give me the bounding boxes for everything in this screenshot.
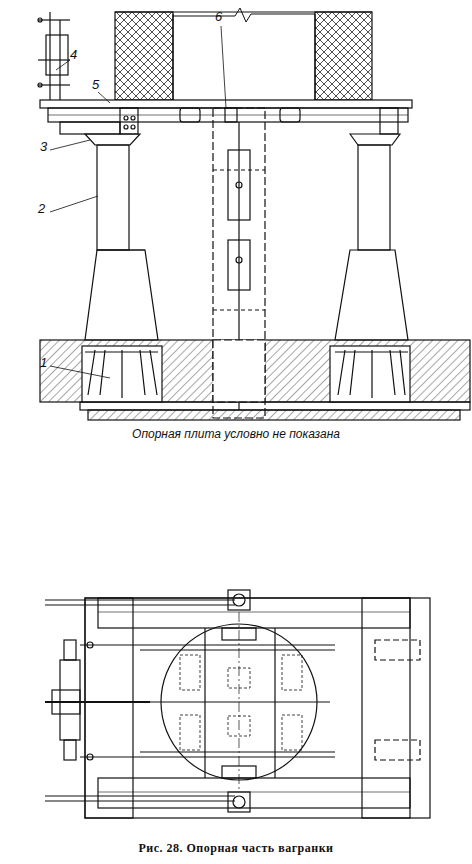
- callout-number: 5: [92, 78, 99, 92]
- callout-number: 1: [40, 356, 47, 370]
- callout-number: 4: [70, 48, 77, 62]
- callout-number: 3: [40, 140, 47, 154]
- drawing-note: Опорная плита условно не показана: [130, 428, 342, 441]
- callout-number: 6: [215, 10, 222, 24]
- figure-caption: Рис. 28. Опорная часть вагранки: [138, 842, 333, 855]
- callout-number: 2: [38, 202, 45, 216]
